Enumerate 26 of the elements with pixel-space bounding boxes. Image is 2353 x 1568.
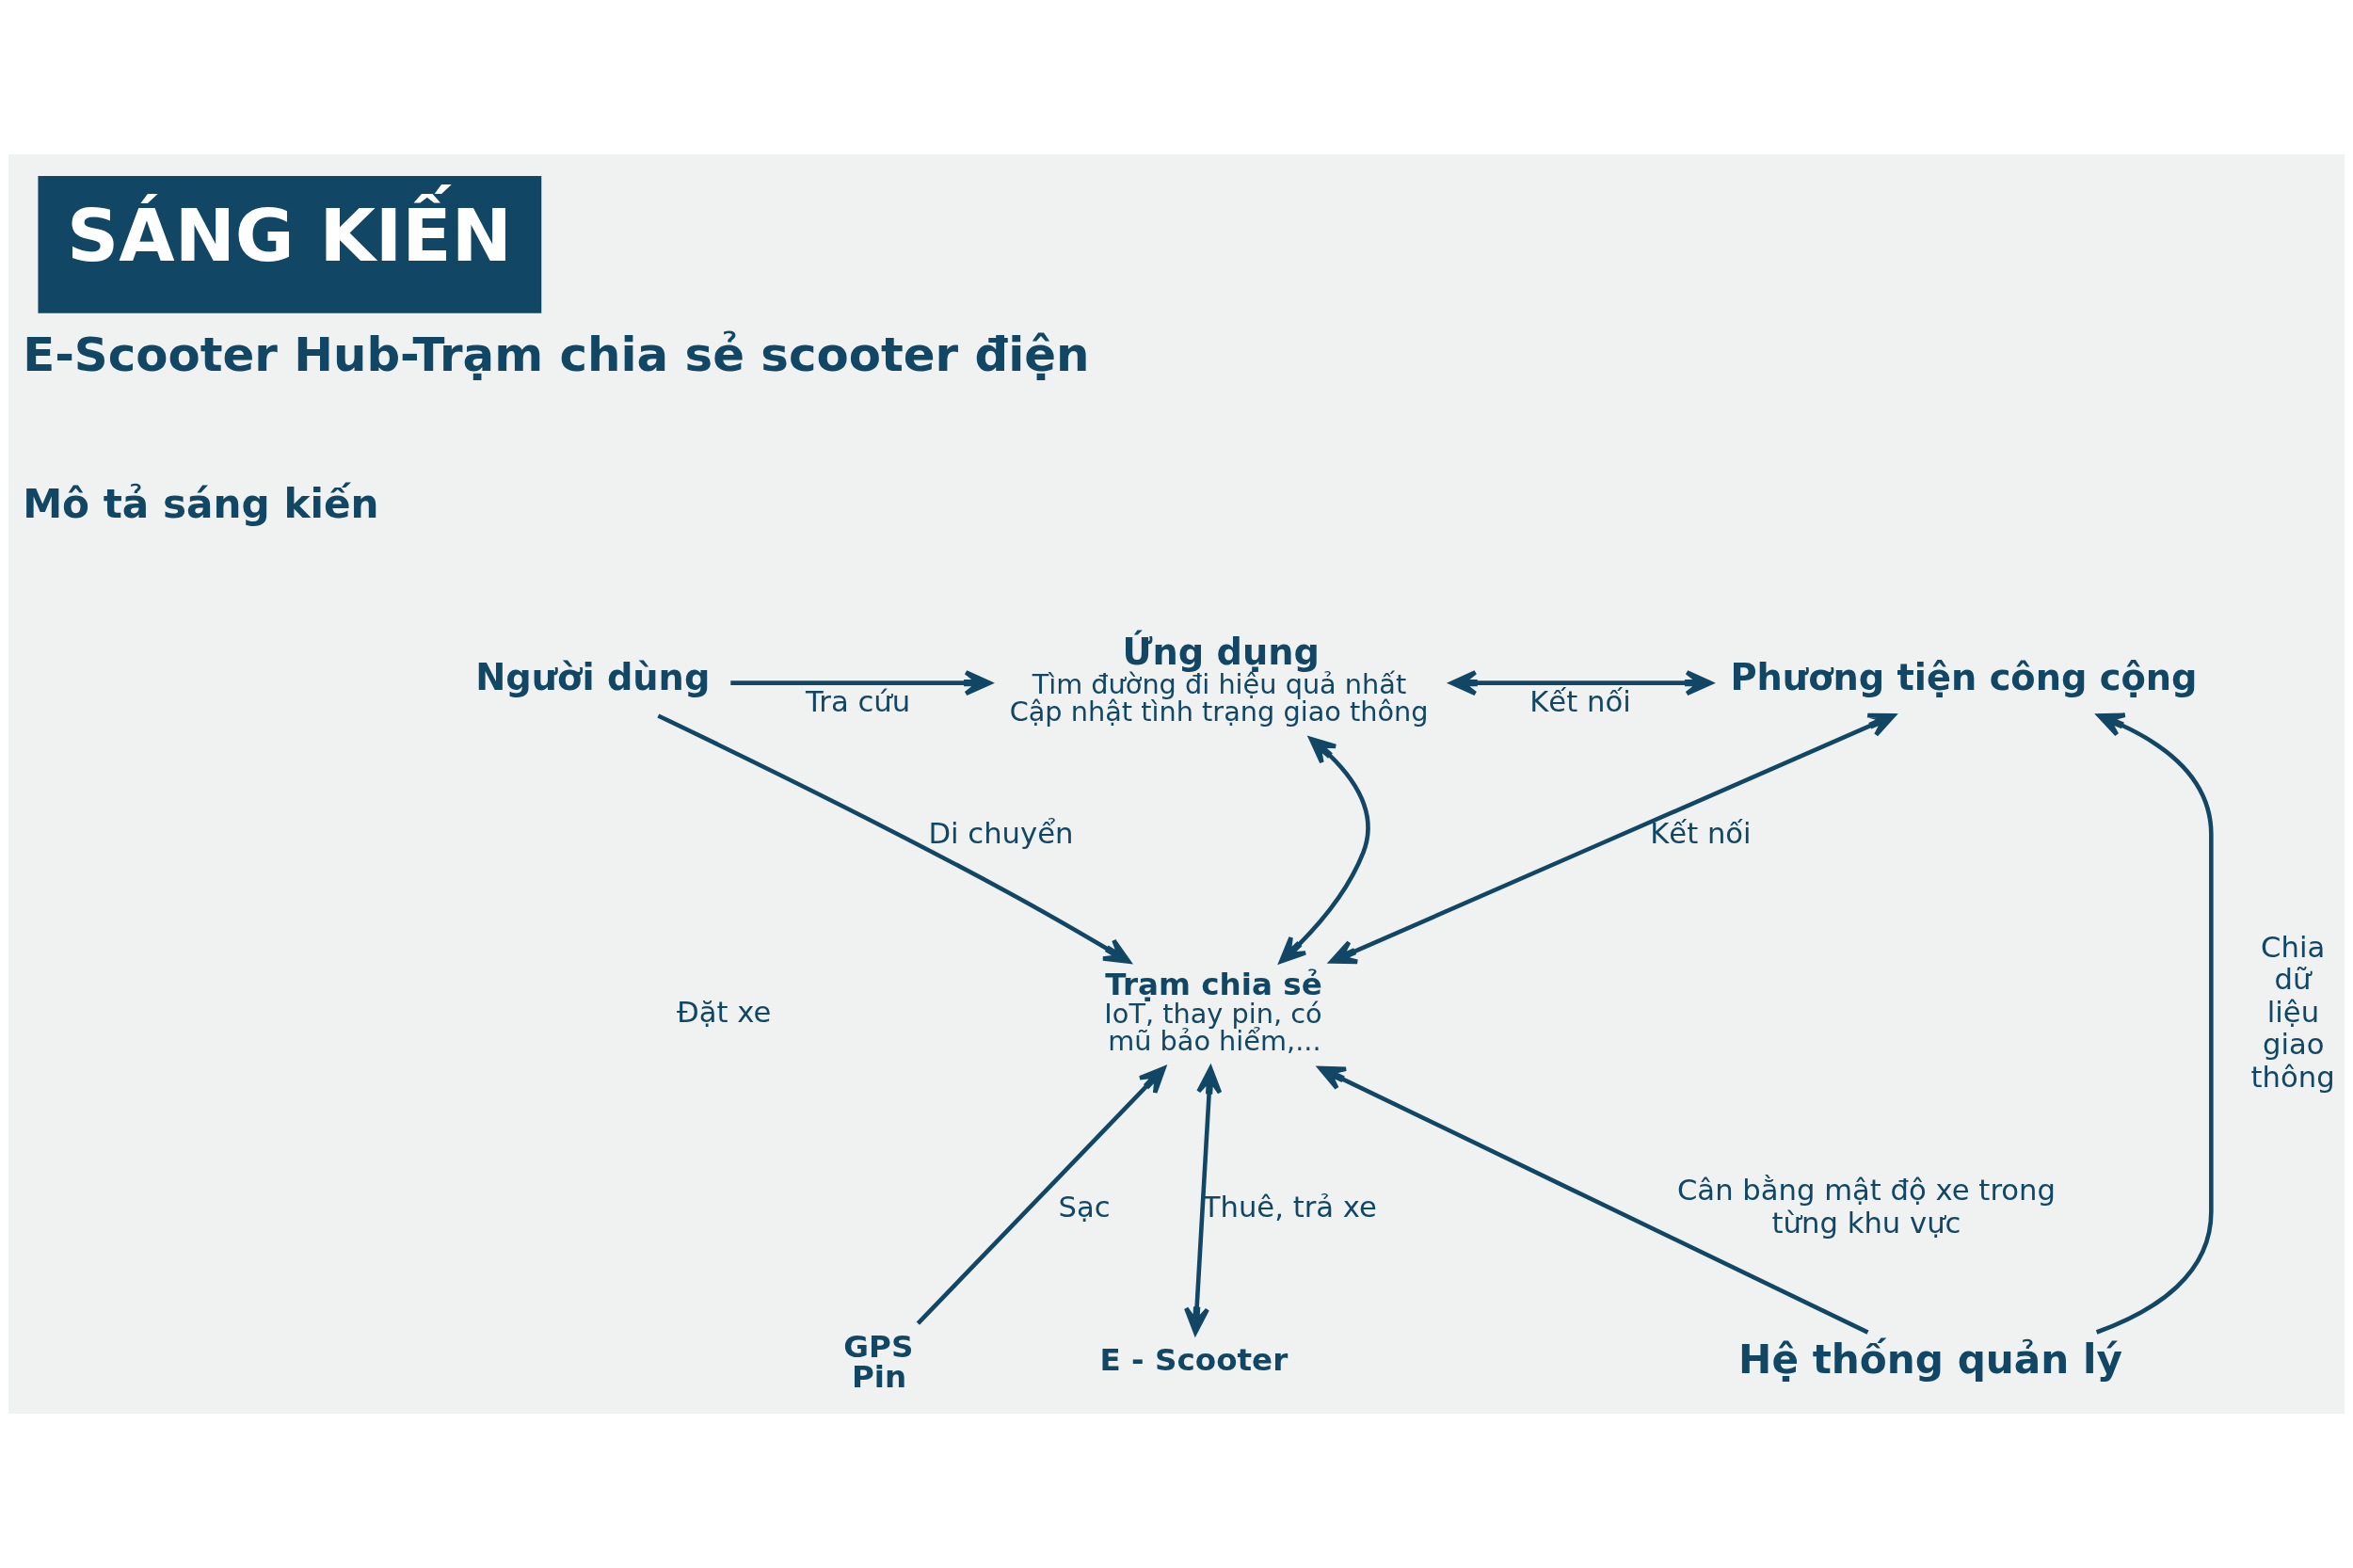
node-text: Ứng dụng Tìm đường đi hiệu quả nhất Cập nhật tình trạng giao thông: [1009, 631, 1429, 728]
arrow: [1329, 712, 1896, 965]
node-text: GPS Pin: [843, 1328, 914, 1396]
arrow: [1318, 1065, 1869, 1335]
label: Mô tả sáng kiến: [23, 481, 379, 528]
label: E-Scooter Hub-Trạm chia sẻ scooter điện: [23, 327, 1090, 382]
node-text: Trạm chia sẻ IoT, thay pin, có mũ bảo hiểm,...: [1104, 967, 1322, 1057]
edge-label: Cân bằng mật độ xe trong từng khu vực: [1676, 1174, 2056, 1240]
node-text: E - Scooter: [1099, 1342, 1289, 1379]
edge-label: Chia dữ liệu giao thông: [2250, 930, 2335, 1094]
edge-label: Kết nối: [1650, 816, 1752, 850]
edge-label: Sạc: [1058, 1190, 1111, 1224]
arrow: [1278, 736, 1370, 964]
node-text: Phương tiện công cộng: [1730, 656, 2198, 699]
node-text: Hệ thống quản lý: [1738, 1336, 2122, 1384]
edge-label: Di chuyển: [928, 816, 1074, 850]
edge-label: Kết nối: [1529, 684, 1631, 718]
node-text: Người dùng: [475, 656, 711, 699]
arrow: [657, 713, 1131, 964]
arrow: [2095, 712, 2214, 1335]
edge-label: Thuê, trả xe: [1202, 1190, 1377, 1224]
label: Đặt xe: [677, 995, 772, 1029]
arrow: [730, 670, 992, 696]
arrow: [916, 1065, 1166, 1325]
edge-label: Tra cứu: [806, 684, 911, 718]
arrow: [1449, 670, 1713, 696]
